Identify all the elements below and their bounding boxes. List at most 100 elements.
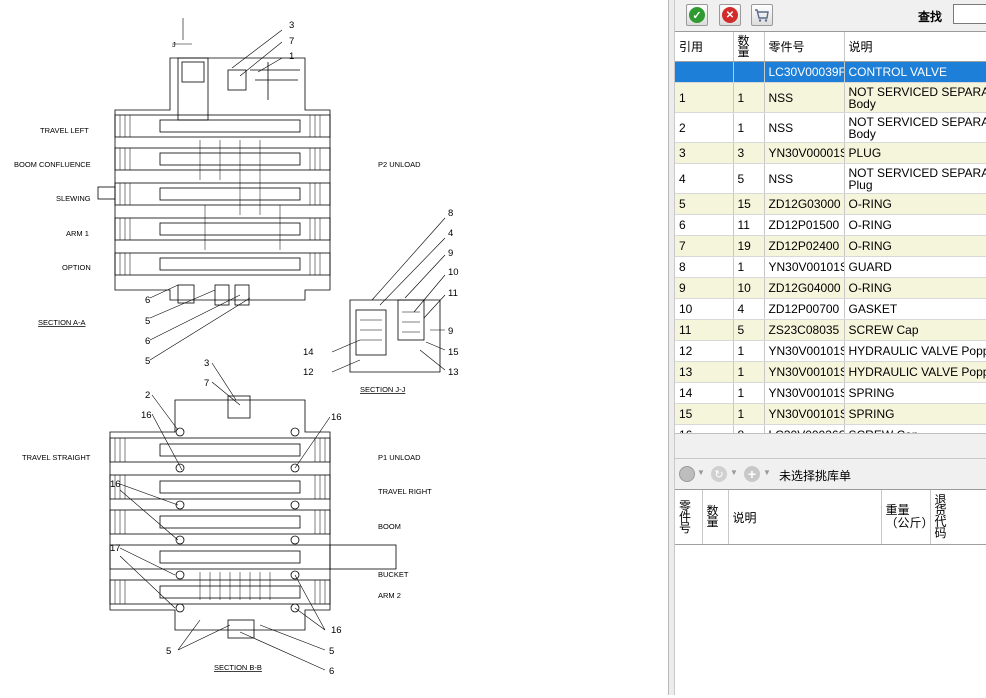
cell-qty: 1 [733, 113, 764, 143]
cell-part-no: YN30V00101S5 [764, 404, 844, 425]
col-header-ref[interactable]: 引用 [675, 32, 733, 62]
callout: 16 [331, 412, 342, 423]
col-header-desc[interactable]: 说明 [844, 32, 986, 62]
cell-ref: 14 [675, 383, 733, 404]
cell-ref: 4 [675, 164, 733, 194]
picklist-status: 未选择挑库单 [779, 467, 851, 484]
cell-desc: GASKET [844, 299, 986, 320]
callout: 16 [110, 479, 121, 490]
label-arm-2: ARM 2 [378, 591, 401, 600]
cell-part-no: NSS [764, 164, 844, 194]
callout: 12 [303, 367, 314, 378]
parts-row[interactable]: 81YN30V00101S2GUARD [675, 257, 986, 278]
col-header-qty[interactable]: 数量 [702, 490, 728, 545]
picklist-grid-header: 零件号 数量 说明 重量（公斤） 退货代码 [675, 490, 986, 545]
parts-grid: 引用 数量 零件号 说明 LC30V00039F1CONTROL VALVE11… [675, 31, 986, 434]
picklist-grid: 零件号 数量 说明 重量（公斤） 退货代码 [675, 489, 986, 695]
cell-part-no: YN30V00101S5 [764, 362, 844, 383]
callout: 16 [141, 410, 152, 421]
cell-desc: NOT SERVICED SEPARATELYBody [844, 113, 986, 143]
label-p1-unload: P1 UNLOAD [378, 453, 421, 462]
cell-ref: 8 [675, 257, 733, 278]
cell-part-no: YN30V00001S1 [764, 143, 844, 164]
cell-ref: 1 [675, 83, 733, 113]
cell-desc: HYDRAULIC VALVE Poppet [844, 362, 986, 383]
cell-part-no: ZD12G04000 [764, 278, 844, 299]
cancel-button[interactable]: ✕ [719, 4, 741, 26]
col-header-return-code[interactable]: 退货代码 [930, 490, 986, 545]
callout: 5 [329, 646, 334, 657]
dropdown-arrow-icon[interactable]: ▼ [730, 468, 738, 477]
splitter-handle[interactable] [668, 0, 675, 695]
col-header-weight[interactable]: 重量（公斤） [881, 490, 930, 545]
cell-desc: SPRING [844, 404, 986, 425]
cell-ref: 3 [675, 143, 733, 164]
cell-part-no: LC30V00039F1 [764, 62, 844, 83]
cell-desc: O-RING [844, 236, 986, 257]
callout: 16 [331, 625, 342, 636]
callout: 10 [448, 267, 459, 278]
label-section-aa: SECTION A-A [38, 318, 86, 327]
picklist-toolbar: ▼ ↻ ▼ + ▼ 未选择挑库单 [675, 458, 986, 489]
col-header-part-no[interactable]: 零件号 [764, 32, 844, 62]
callout: 17 [110, 543, 121, 554]
label-arm-1: ARM 1 [66, 229, 89, 238]
cell-qty: 1 [733, 257, 764, 278]
parts-grid-hscrollbar[interactable] [675, 433, 986, 451]
spools-a [115, 115, 330, 275]
parts-row[interactable]: 33YN30V00001S1PLUG [675, 143, 986, 164]
cell-desc: HYDRAULIC VALVE Poppet [844, 341, 986, 362]
cell-qty: 1 [733, 383, 764, 404]
parts-row[interactable]: 141YN30V00101S5SPRING [675, 383, 986, 404]
control-valve-diagram: TRAVEL LEFT BOOM CONFLUENCE SLEWING ARM … [0, 0, 668, 695]
confirm-button[interactable]: ✓ [686, 4, 708, 26]
cell-qty: 1 [733, 341, 764, 362]
callout: 4 [448, 228, 453, 239]
cell-part-no: ZD12P00700 [764, 299, 844, 320]
cell-qty: 1 [733, 404, 764, 425]
search-label: 查找 [918, 8, 942, 25]
parts-row[interactable]: LC30V00039F1CONTROL VALVE [675, 62, 986, 83]
red-x-icon: ✕ [722, 7, 738, 23]
add-icon[interactable]: + [744, 466, 760, 482]
parts-row[interactable]: 151YN30V00101S5SPRING [675, 404, 986, 425]
header-label: 数量 [738, 36, 764, 58]
label-option: OPTION [62, 263, 91, 272]
callout: 9 [448, 248, 453, 259]
callout: 7 [289, 36, 294, 47]
callout: 5 [145, 316, 150, 327]
cell-ref: 15 [675, 404, 733, 425]
label-j-marker: J [172, 40, 176, 49]
cell-desc: NOT SERVICED SEPARATELYBody [844, 83, 986, 113]
coins-icon[interactable] [679, 466, 695, 482]
search-input[interactable] [953, 4, 986, 24]
col-header-qty[interactable]: 数量 [733, 32, 764, 62]
cell-qty: 1 [733, 83, 764, 113]
add-to-cart-button[interactable] [751, 4, 773, 26]
callout: 3 [289, 20, 294, 31]
parts-toolbar: ✓ ✕ 查找 [675, 0, 986, 30]
label-p2-unload: P2 UNLOAD [378, 160, 421, 169]
dropdown-arrow-icon[interactable]: ▼ [763, 468, 771, 477]
callout: 13 [448, 367, 459, 378]
dropdown-arrow-icon[interactable]: ▼ [697, 468, 705, 477]
cell-ref: 5 [675, 194, 733, 215]
parts-row[interactable]: 121YN30V00101S5HYDRAULIC VALVE Poppet [675, 341, 986, 362]
col-header-desc[interactable]: 说明 [728, 490, 881, 545]
parts-row[interactable]: 131YN30V00101S5HYDRAULIC VALVE Poppet [675, 362, 986, 383]
cell-part-no: ZD12P02400 [764, 236, 844, 257]
label-slewing: SLEWING [56, 194, 91, 203]
cell-desc: SPRING [844, 383, 986, 404]
col-header-part-no[interactable]: 零件号 [675, 490, 702, 545]
green-check-icon: ✓ [689, 7, 705, 23]
refresh-icon[interactable]: ↻ [711, 466, 727, 482]
